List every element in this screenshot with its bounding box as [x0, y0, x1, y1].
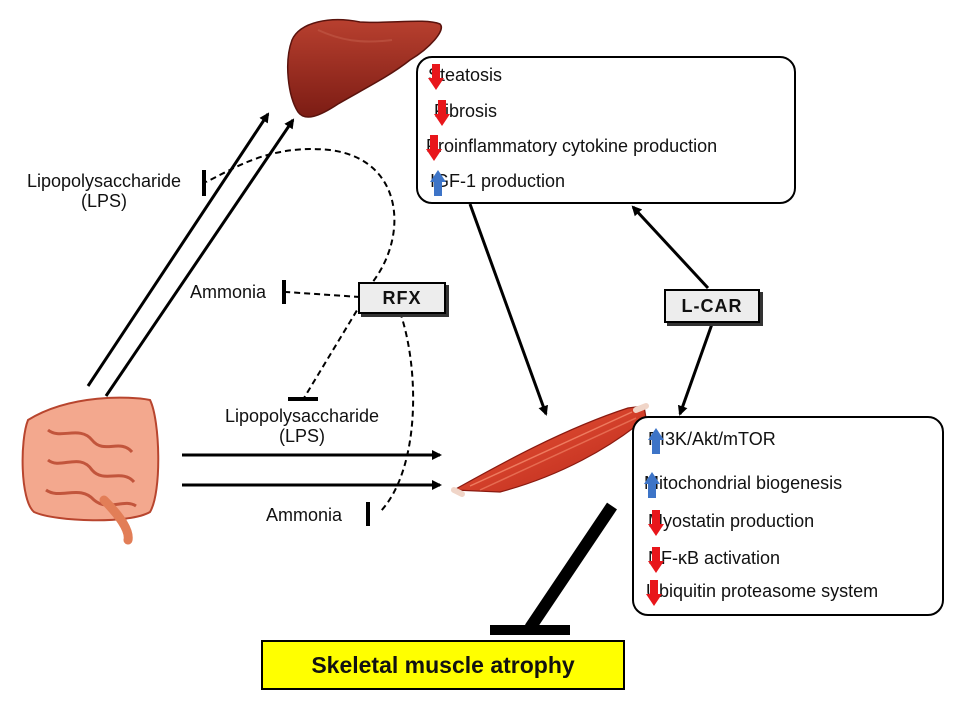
muscle-effect-nfkb: NF-κB activation — [648, 547, 781, 573]
muscle-effect-pi3k: PI3K/Akt/mTOR — [648, 428, 776, 454]
gut-to-liver-arrow-1 — [86, 112, 270, 387]
rfx-inhibit-ammonia-top — [285, 291, 361, 298]
effect-label: Mitochondrial biogenesis — [644, 473, 843, 493]
effect-label: Fibrosis — [434, 101, 498, 121]
muscle-effect-mitochondrial: Mitochondrial biogenesis — [644, 472, 843, 498]
effect-label: NF-κB activation — [648, 548, 781, 568]
blue-up-arrow-icon — [430, 170, 446, 196]
skeletal-muscle-atrophy-banner: Skeletal muscle atrophy — [261, 640, 625, 690]
rfx-inhibit-ammonia-bottom — [379, 311, 415, 513]
rfx-inhibit-lps-top — [205, 148, 396, 297]
rfx-inhibit-lps-mid — [303, 301, 363, 399]
lps-top-label: Lipopolysaccharide (LPS) — [26, 171, 182, 211]
muscle-effect-myostatin: Myostatin production — [648, 510, 815, 536]
liver-effects-to-muscle-arrow — [468, 203, 548, 416]
liver-icon — [287, 19, 442, 118]
lcar-agent-box: L-CAR — [664, 289, 760, 323]
lcar-to-muscle-arrow — [677, 323, 714, 416]
muscle-effects-inhibit-atrophy — [525, 502, 617, 632]
liver-effect-cytokine: Proinflammatory cytokine production — [426, 135, 718, 161]
blue-up-arrow-icon — [644, 472, 660, 498]
red-down-arrow-icon — [426, 135, 442, 161]
lcar-to-liver-arrow — [631, 205, 710, 290]
intestine-icon — [21, 396, 160, 545]
muscle-effect-ubiquitin: Ubiquitin proteasome system — [646, 580, 879, 606]
effect-label: Ubiquitin proteasome system — [646, 581, 879, 601]
effect-label: IGF-1 production — [430, 171, 566, 191]
rfx-agent-box: RFX — [358, 282, 446, 314]
muscle-icon — [451, 403, 649, 497]
red-down-arrow-icon — [648, 547, 664, 573]
ammonia-bottom-label: Ammonia — [266, 505, 343, 525]
red-down-arrow-icon — [646, 580, 662, 606]
red-down-arrow-icon — [434, 100, 450, 126]
liver-effects-box — [416, 56, 796, 204]
blue-up-arrow-icon — [648, 428, 664, 454]
effect-label: Steatosis — [428, 65, 503, 85]
liver-effect-igf1: IGF-1 production — [430, 170, 566, 196]
red-down-arrow-icon — [648, 510, 664, 536]
ammonia-top-label: Ammonia — [190, 282, 267, 302]
liver-effect-steatosis: Steatosis — [428, 64, 503, 90]
effect-label: Myostatin production — [648, 511, 815, 531]
red-down-arrow-icon — [428, 64, 444, 90]
gut-to-liver-arrow-2 — [104, 118, 295, 397]
effect-label: Proinflammatory cytokine production — [426, 136, 718, 156]
lps-mid-label: Lipopolysaccharide (LPS) — [224, 406, 380, 446]
effect-label: PI3K/Akt/mTOR — [648, 429, 776, 449]
muscle-effects-box — [632, 416, 944, 616]
liver-effect-fibrosis: Fibrosis — [434, 100, 498, 126]
